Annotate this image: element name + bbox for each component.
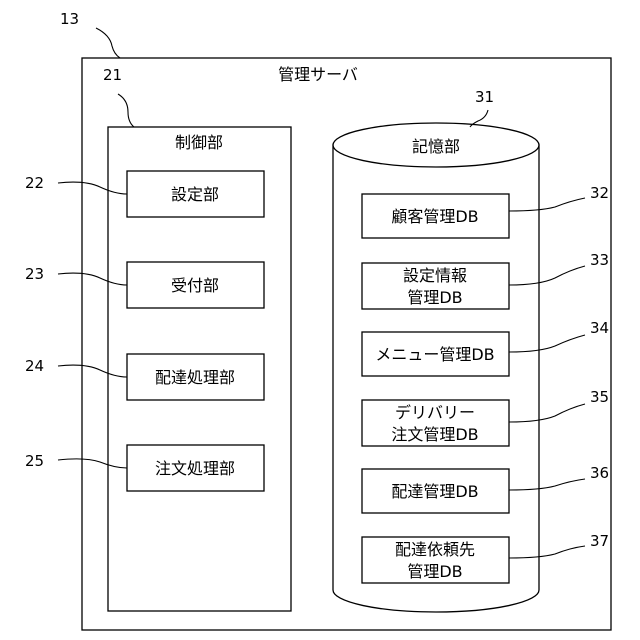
db-label-line1: 配達管理DB (391, 482, 478, 501)
control-subunit-delivery-processing: 配達処理部 24 (25, 354, 264, 400)
db-label-line1: デリバリー (395, 403, 475, 422)
subunit-label: 配達処理部 (155, 368, 235, 387)
server-leader-line (96, 28, 120, 58)
subunit-label: 受付部 (171, 276, 219, 295)
control-subunit-setting: 設定部 22 (25, 171, 264, 217)
subunit-ref-number: 24 (25, 357, 44, 375)
control-ref-number: 21 (103, 66, 122, 84)
subunit-label: 設定部 (171, 185, 219, 204)
db-ref-number: 37 (590, 532, 609, 550)
control-subunit-order-processing: 注文処理部 25 (25, 445, 264, 491)
subunit-label: 注文処理部 (155, 459, 235, 478)
control-unit-label: 制御部 (175, 133, 223, 152)
db-label-line1: 顧客管理DB (391, 207, 478, 226)
db-ref-number: 33 (590, 251, 609, 269)
db-label-line1: メニュー管理DB (375, 345, 494, 364)
storage-label: 記憶部 (412, 137, 460, 156)
db-label-line1: 配達依頼先 (395, 540, 475, 559)
db-ref-number: 35 (590, 388, 609, 406)
control-subunit-reception: 受付部 23 (25, 262, 264, 308)
db-label-line1: 設定情報 (403, 266, 467, 285)
db-label-line2: 注文管理DB (391, 425, 478, 444)
db-label-line2: 管理DB (407, 288, 462, 307)
db-ref-number: 32 (590, 184, 609, 202)
server-ref-number: 13 (60, 10, 79, 28)
db-ref-number: 36 (590, 464, 609, 482)
management-server-label: 管理サーバ (278, 65, 358, 84)
db-ref-number: 34 (590, 319, 609, 337)
subunit-ref-number: 25 (25, 452, 44, 470)
storage-ref-number: 31 (475, 88, 494, 106)
subunit-ref-number: 23 (25, 265, 44, 283)
subunit-ref-number: 22 (25, 174, 44, 192)
db-label-line2: 管理DB (407, 562, 462, 581)
